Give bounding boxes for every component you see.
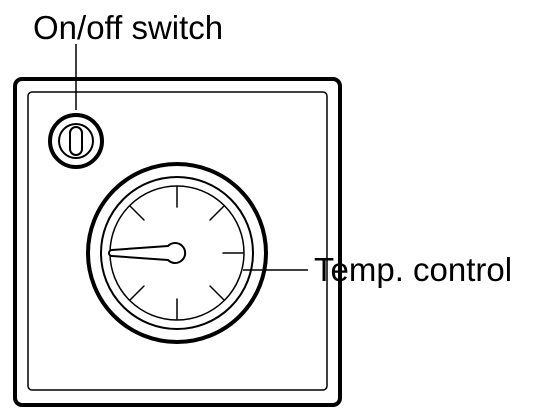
dial-tick-marks	[129, 186, 244, 320]
panel-outer-frame	[13, 77, 342, 407]
temp-control-label: Temp. control	[314, 251, 513, 288]
dial-pointer	[108, 242, 187, 264]
panel-inner-frame	[27, 91, 328, 391]
on-off-switch-label: On/off switch	[33, 9, 224, 46]
temp-control-dial-icon[interactable]	[86, 162, 268, 344]
on-off-switch-icon[interactable]	[48, 113, 104, 169]
